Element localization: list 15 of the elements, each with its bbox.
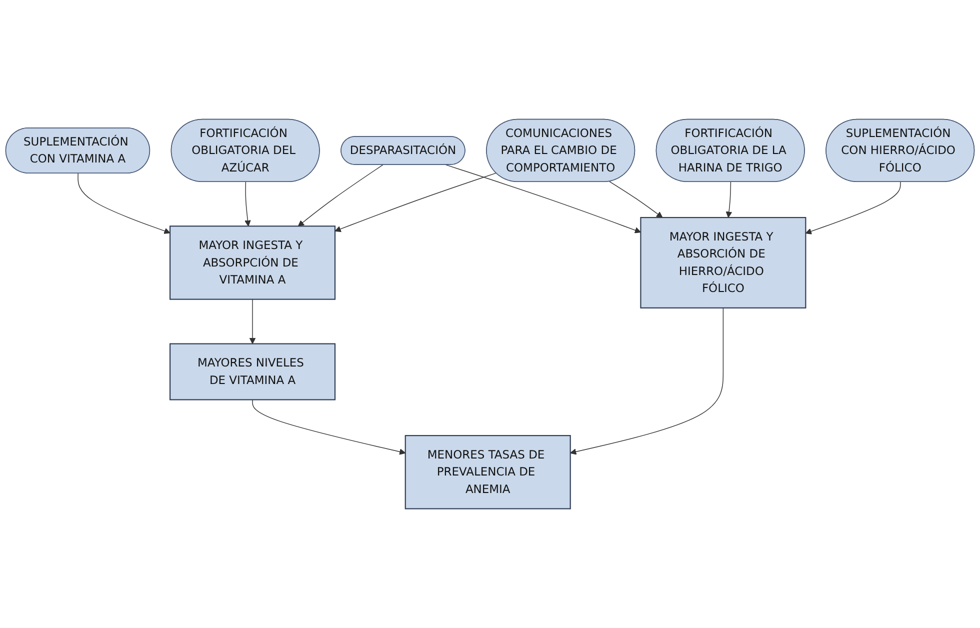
arrow [249, 298, 256, 344]
arrow [570, 308, 724, 455]
arrow [726, 182, 732, 218]
node-box: MENORES TASAS DE PREVALENCIA DE ANEMIA [404, 435, 571, 510]
arrow [298, 164, 384, 226]
node-box: MAYORES NIVELES DE VITAMINA A [170, 343, 336, 400]
arrow [609, 181, 663, 218]
arrow [244, 182, 251, 226]
arrow [805, 182, 901, 234]
arrow [252, 399, 406, 455]
arrow [334, 172, 496, 232]
arrow [78, 173, 170, 234]
node-box: MAYOR INGESTA Y ABSORPCIÓN DE VITAMINA A [170, 226, 336, 300]
node-box: MAYOR INGESTA Y ABSORCIÓN DE HIERRO/ÁCIDO FÓLICO [640, 217, 806, 308]
arrow [445, 164, 641, 234]
